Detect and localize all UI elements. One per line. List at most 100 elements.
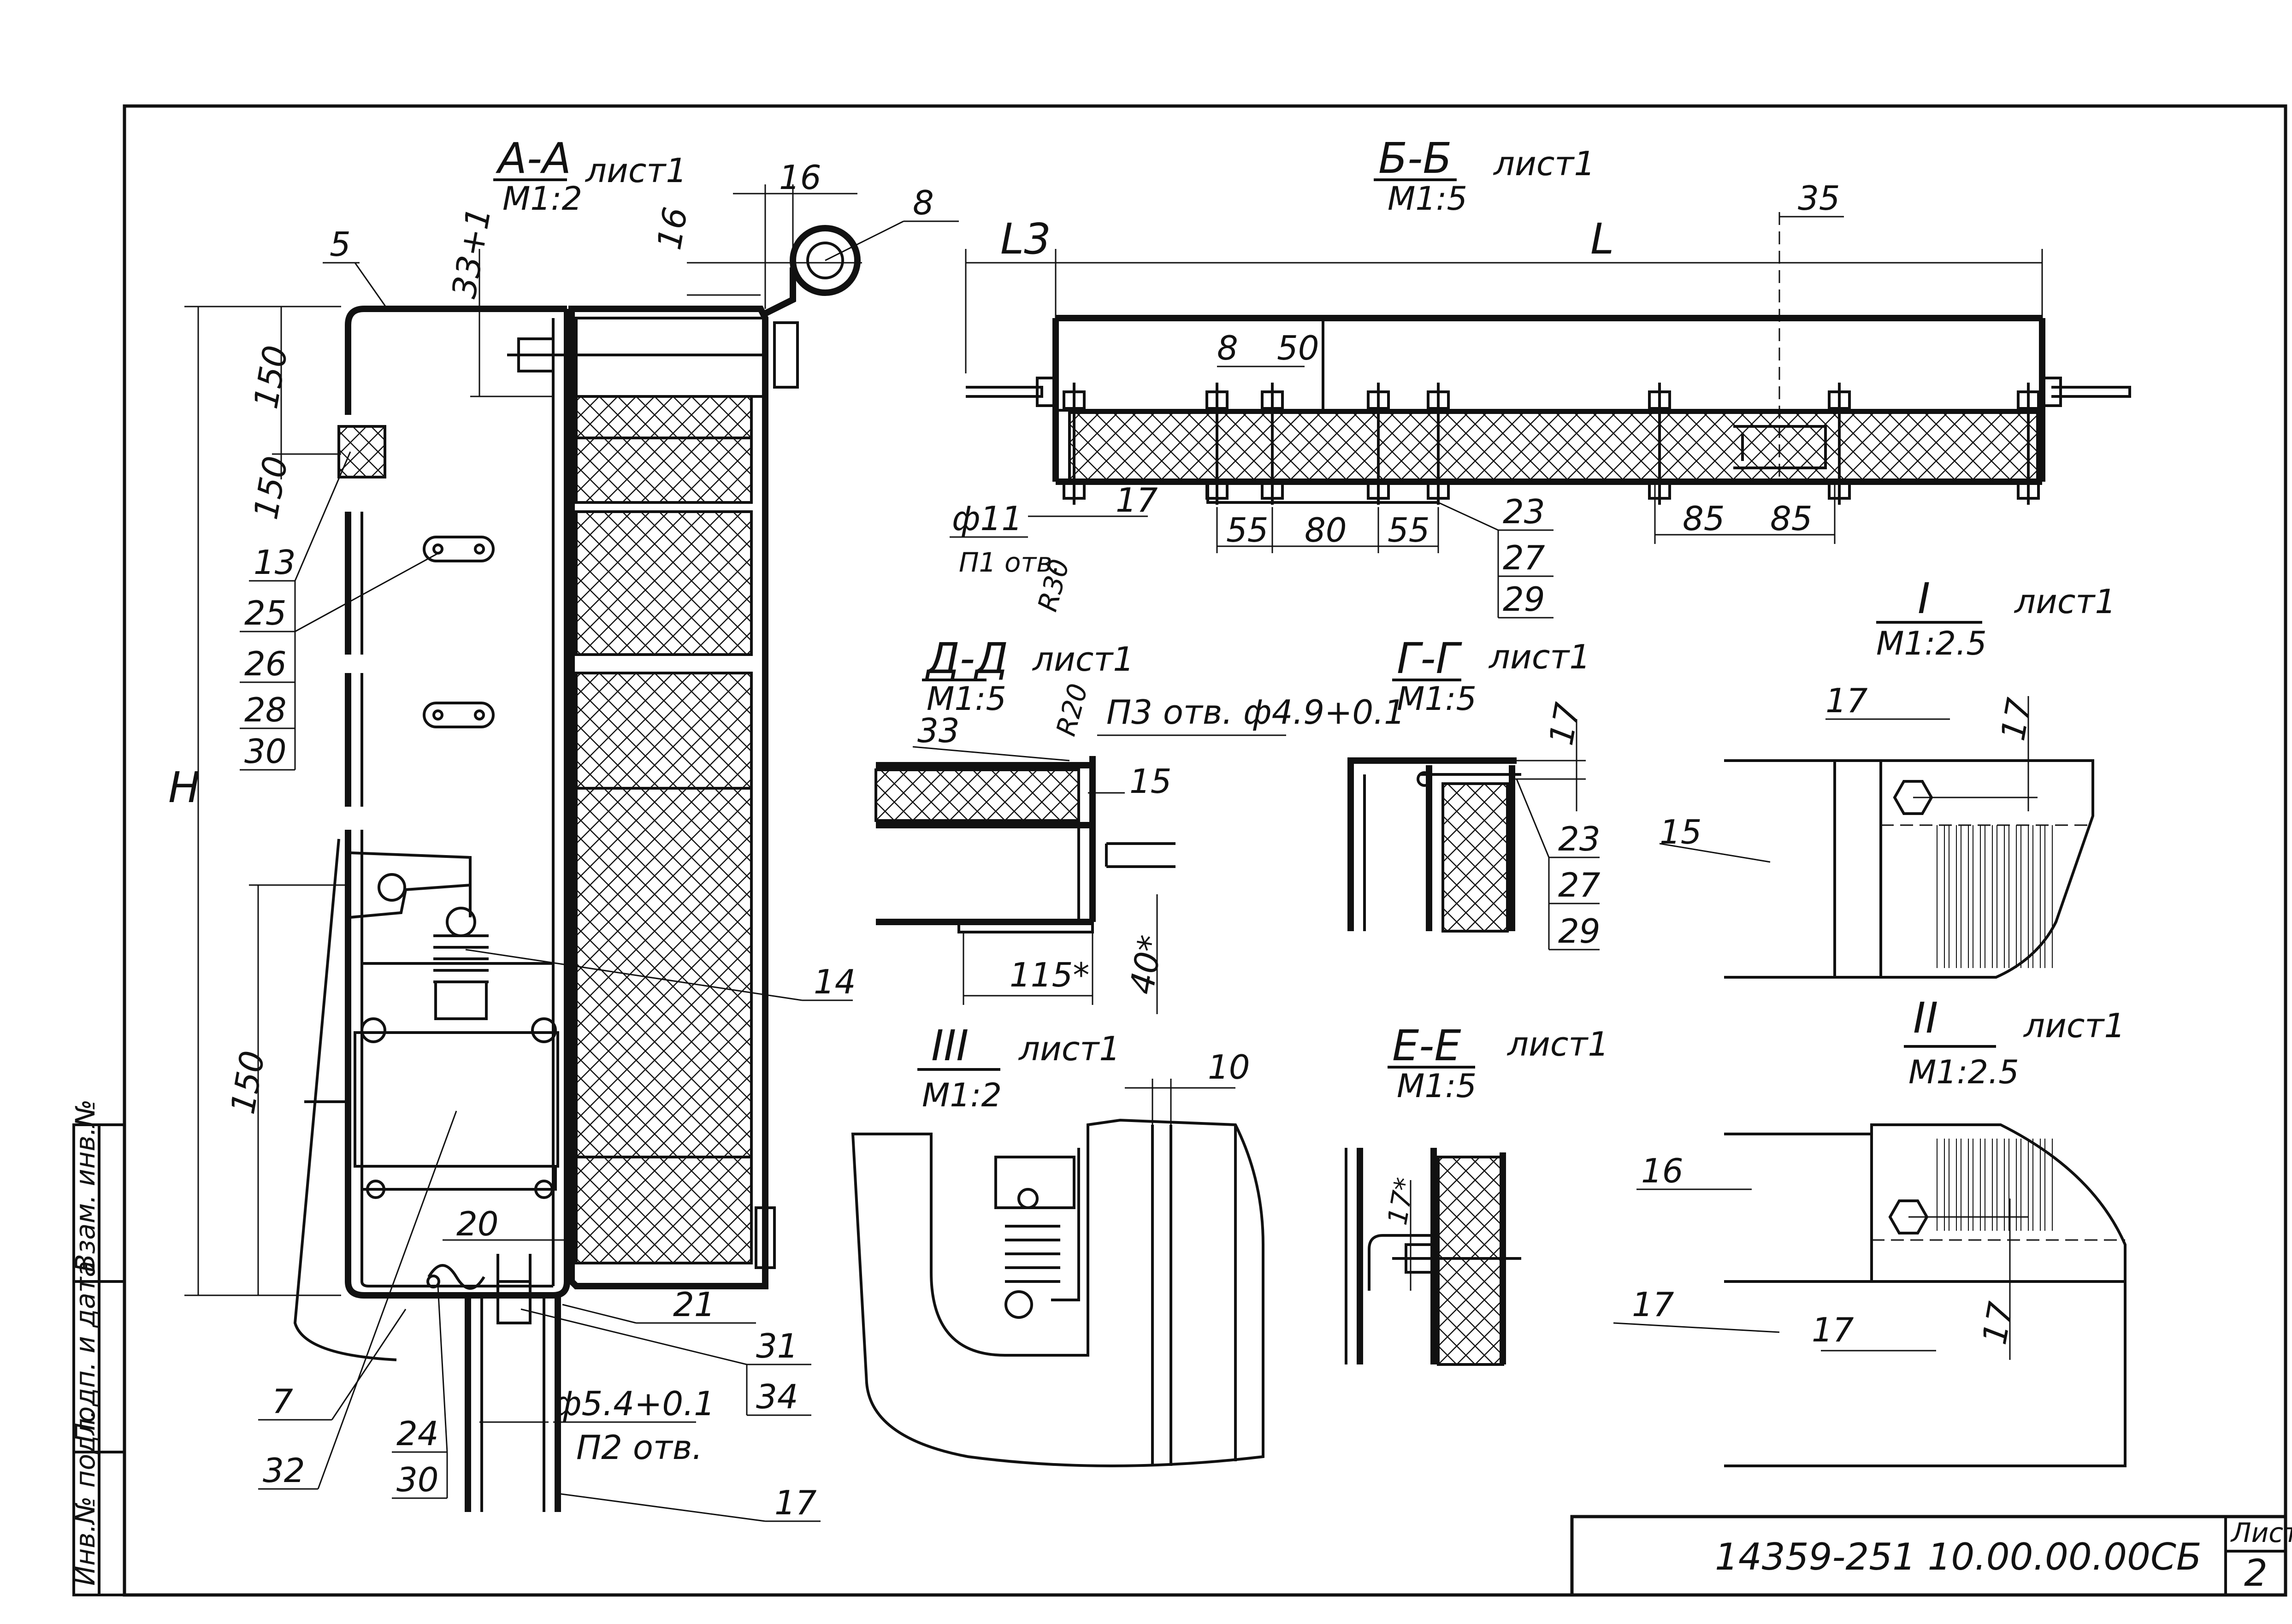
section-bb: Б-Б М1:5 лист1 L3 L 35 8 50 ф11 П1 отв. [950,134,2131,619]
bolt [2017,383,2040,505]
part-28: 28 [244,691,287,729]
dim-20: 20 [456,1205,499,1243]
section-aa-title: А-А [496,134,571,183]
dim-h: H [168,763,200,812]
part-8: 8 [913,183,934,222]
section-bb-title: Б-Б [1378,134,1452,183]
hole-callout: ф5.4+0.1 [553,1384,715,1423]
part-23-gg: 23 [1558,820,1601,858]
dim-16-b: 16 [650,204,695,253]
dim-85-b: 85 [1770,499,1813,538]
dim-17-v2-b: 17 [1975,1299,2020,1347]
view-2: II М1:2.5 лист1 17 17 16 17 [1613,993,2127,1467]
dim-150-b: 150 [246,453,295,522]
bolt [1261,383,1284,505]
part-21: 21 [673,1285,715,1324]
bolt [1367,383,1390,505]
bolt [1205,383,1229,505]
dim-150-c: 150 [223,1048,272,1117]
section-bb-sheet: лист1 [1493,144,1595,183]
part-26: 26 [244,644,287,683]
dim-80: 80 [1305,511,1347,549]
sidebar-inv-replace: Взам. инв.№ [70,1099,101,1272]
dim-17-bb: 17 [1116,481,1158,520]
section-ee-title: Е-Е [1392,1021,1461,1070]
view-3-scale: М1:2 [922,1076,1002,1114]
dim-17-gg: 17 [1542,700,1587,748]
bolt [1648,383,1671,505]
dim-150-a: 150 [246,343,295,412]
part-30-b: 30 [396,1460,439,1499]
sheet-number: 2 [2244,1552,2268,1594]
dim-r20: R20 [1050,680,1094,739]
part-30-a: 30 [244,732,287,771]
dim-17-v1-b: 17 [1993,695,2039,744]
dim-10: 10 [1208,1048,1250,1087]
part-34: 34 [756,1377,798,1416]
part-5: 5 [330,225,351,264]
view-2-scale: М1:2.5 [1908,1053,2019,1091]
section-ee-sheet: лист1 [1506,1025,1609,1063]
sheet-label: Лист [2230,1517,2292,1548]
dim-115: 115* [1010,956,1089,994]
part-24: 24 [396,1414,439,1453]
view-3-title: III [931,1021,969,1070]
holes-callout: П3 отв. ф4.9+0.1 [1106,693,1405,732]
part-15-v1: 15 [1660,813,1702,851]
bolt [1427,383,1450,505]
section-dd: Д-Д М1:5 лист1 33 R20 П3 отв. ф4.9+0.1 1… [874,634,1405,1014]
title-stamp: 14359-251 10.00.00.00СБ Лист 2 [1570,1515,2292,1597]
section-ee: Е-Е М1:5 лист1 17* [1345,1021,1609,1366]
section-dd-sheet: лист1 [1032,640,1134,679]
dim-l3: L3 [1000,214,1051,264]
part-15-dd: 15 [1129,762,1172,801]
view-1-sheet: лист1 [2014,582,2116,621]
sidebar-sign-date: Подп. и дата [70,1261,101,1443]
section-dd-scale: М1:5 [927,680,1006,718]
view-2-sheet: лист1 [2023,1006,2125,1045]
part-7: 7 [272,1382,293,1421]
dim-17-ee: 17* [1382,1175,1421,1227]
dim-55-b: 55 [1388,511,1430,549]
doc-number: 14359-251 10.00.00.00СБ [1715,1535,2202,1578]
view-1-title: I [1918,574,1930,623]
section-aa-scale: М1:2 [502,180,582,218]
section-gg-sheet: лист1 [1488,638,1590,676]
part-25: 25 [244,594,287,632]
sidebar-table: Инв.№ подл. Подп. и дата Взам. инв.№ [70,1099,126,1596]
section-aa: А-А М1:2 лист1 [168,134,959,1522]
dim-16-a: 16 [779,158,821,197]
sidebar-inv-original: Инв.№ подл. [70,1410,101,1586]
section-dd-title: Д-Д [925,634,1008,683]
dim-50: 50 [1277,329,1319,367]
dim-17-v1-a: 17 [1825,681,1868,720]
part-17-v2: 17 [1632,1285,1674,1324]
section-gg-title: Г-Г [1397,634,1462,683]
dim-85-a: 85 [1683,499,1725,538]
part-14: 14 [814,963,856,1001]
section-ee-scale: М1:5 [1397,1067,1477,1105]
hole-d11: ф11 [952,499,1022,538]
section-gg-scale: М1:5 [1397,680,1477,718]
part-13: 13 [254,543,296,582]
part-27-bb: 27 [1503,538,1545,577]
dim-17-v2-a: 17 [1812,1311,1854,1349]
part-35: 35 [1798,179,1840,218]
view-1: I М1:2.5 лист1 17 17 15 [1659,574,2116,979]
section-aa-sheet: лист1 [585,151,687,190]
part-16-v2: 16 [1641,1152,1684,1190]
part-27-gg: 27 [1558,866,1601,904]
bolt [1828,383,1851,505]
dim-8: 8 [1217,329,1238,367]
part-32: 32 [263,1451,305,1490]
view-3: III М1:2 лист1 10 [851,1021,1264,1467]
view-3-sheet: лист1 [1018,1029,1120,1068]
part-17: 17 [774,1483,817,1522]
dim-l: L [1590,214,1614,264]
view-1-scale: М1:2.5 [1876,625,1987,662]
view-2-title: II [1913,993,1938,1043]
part-31: 31 [756,1327,798,1365]
hole-count: П2 отв. [576,1428,703,1467]
part-23-bb: 23 [1503,492,1545,531]
